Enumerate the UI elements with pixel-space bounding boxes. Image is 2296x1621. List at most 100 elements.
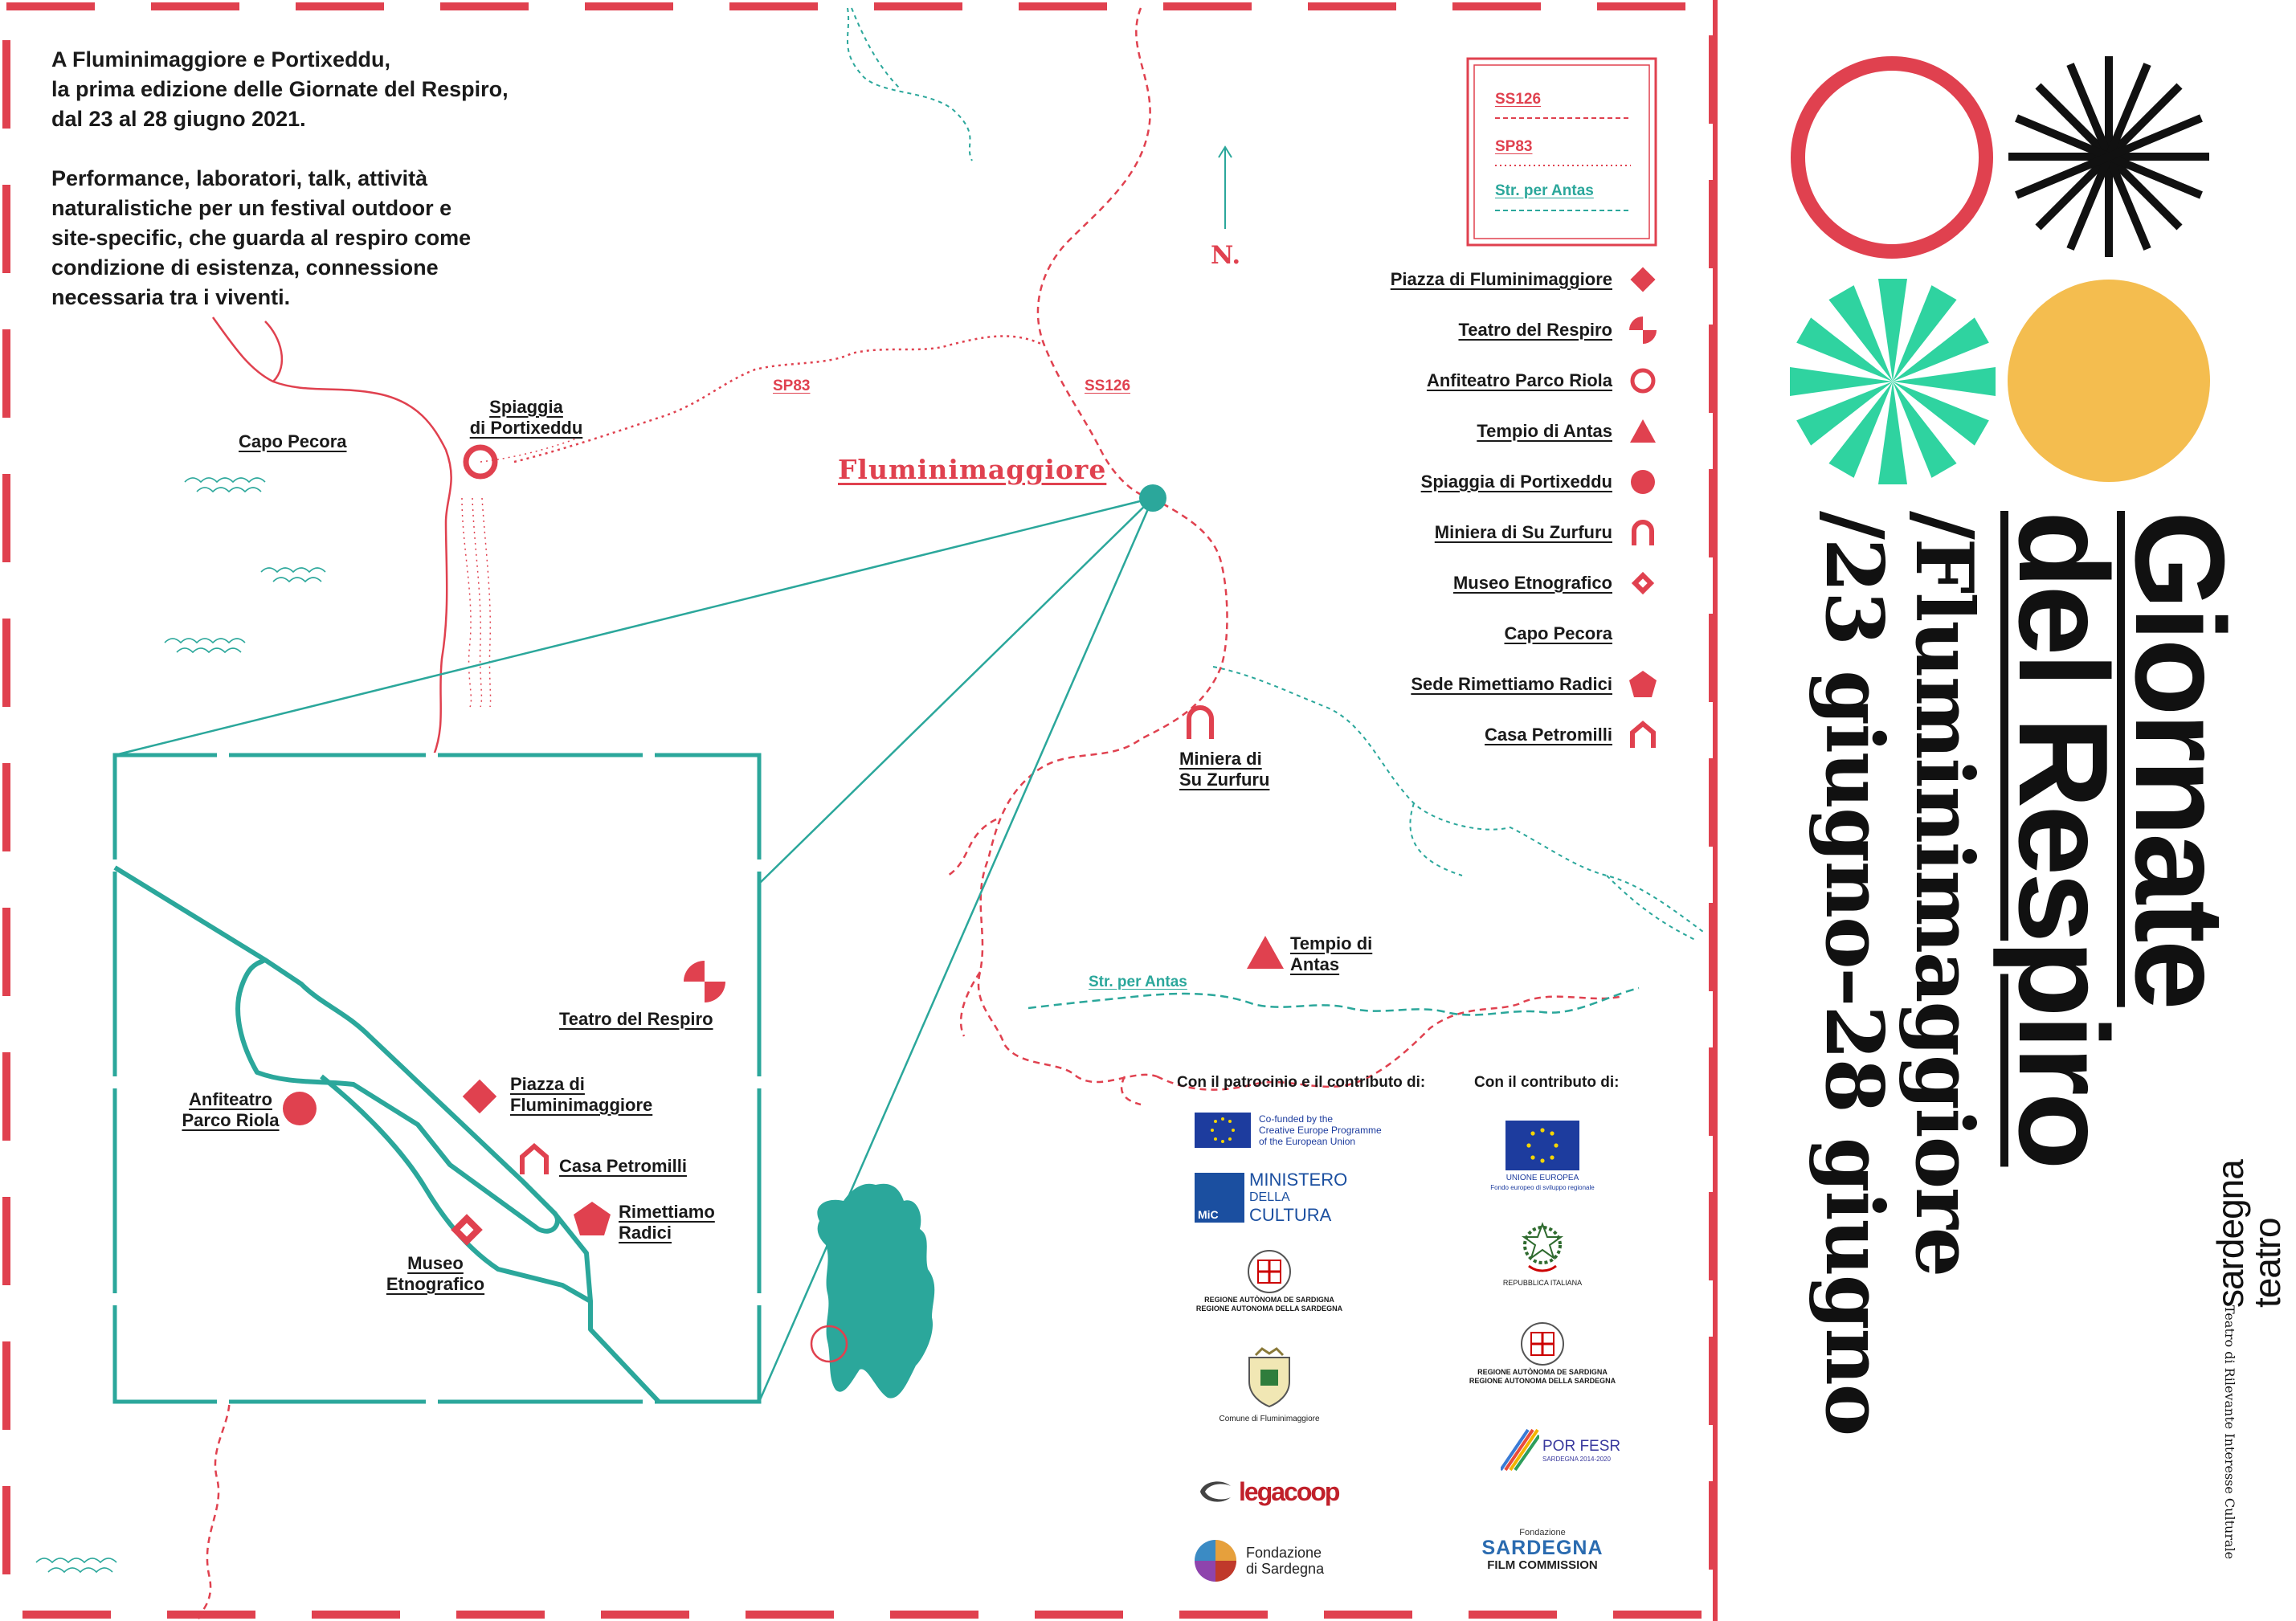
- sardinia-island: [810, 1183, 935, 1398]
- intro-line: site-specific, che guarda al respiro com…: [51, 226, 472, 250]
- north-label: N.: [1211, 241, 1241, 270]
- intro-line: naturalistiche per un festival outdoor e: [51, 196, 452, 220]
- por-fesr-text: POR FESR SARDEGNA 2014-2020: [1542, 1438, 1620, 1463]
- label-ss126: SS126: [1085, 378, 1131, 394]
- creative-europe-text: Co-funded by the Creative Europe Program…: [1259, 1113, 1382, 1147]
- film-line: SARDEGNA: [1481, 1537, 1604, 1559]
- ue-line: UNIONE EUROPEA: [1505, 1174, 1579, 1182]
- inset-label-piazza-line: Piazza di: [510, 1074, 585, 1094]
- creative-europe-logo: Co-funded by the Creative Europe Program…: [1195, 1113, 1382, 1148]
- inset-label-museo: Museo Etnografico: [379, 1253, 492, 1295]
- label-fluminimaggiore: Fluminimaggiore: [838, 454, 1107, 485]
- label-tempio-line: Antas: [1290, 954, 1340, 974]
- teatro-rilevante-text: Teatro di Rilevante Interesse Culturale: [2222, 1305, 2237, 1560]
- north-arrow: [1218, 145, 1232, 229]
- title-giornate: Giornate: [2109, 511, 2250, 1007]
- regione-line: REGIONE AUTÒNOMA DE SARDIGNA: [1477, 1368, 1608, 1376]
- regione-logo-2: REGIONE AUTÒNOMA DE SARDIGNA REGIONE AUT…: [1462, 1320, 1623, 1386]
- legacoop-text: legacoop: [1239, 1476, 1340, 1506]
- red-ring-icon: [1791, 56, 1993, 259]
- inset-anfiteatro-icon[interactable]: [283, 1092, 317, 1125]
- label-antas-road: Str. per Antas: [1089, 974, 1187, 990]
- intro-line: condizione di esistenza, connessione: [51, 255, 439, 280]
- label-miniera-line: Su Zurfuru: [1179, 770, 1270, 790]
- inset-streets: [113, 865, 661, 1404]
- legend-item: Capo Pecora: [1505, 618, 1660, 650]
- inset-frame-ticks: [112, 753, 762, 1404]
- label-miniera-line: Miniera di: [1179, 749, 1262, 769]
- title-panel: Giornate del Respiro /Fluminimaggiore /2…: [1718, 0, 2296, 1621]
- inset-piazza-icon[interactable]: [462, 1079, 497, 1114]
- title-place: /Fluminimaggiore: [1898, 511, 1990, 1276]
- inset-label-museo-line: Museo: [407, 1253, 464, 1273]
- legend-item: Tempio di Antas: [1477, 415, 1659, 447]
- regione-line: REGIONE AUTONOMA DELLA SARDEGNA: [1469, 1377, 1616, 1385]
- legend-road-sp83: SP83: [1495, 138, 1533, 155]
- fondazione-line: Fondazione: [1246, 1545, 1322, 1561]
- dot-icon: [1631, 470, 1655, 494]
- legend-item-label: Miniera di Su Zurfuru: [1434, 522, 1612, 542]
- ministero-line: MINISTERO: [1249, 1170, 1348, 1190]
- inset-museo-icon[interactable]: [451, 1214, 483, 1246]
- intro-text: A Fluminimaggiore e Portixeddu, la prima…: [51, 45, 566, 312]
- coast-road: [211, 316, 452, 756]
- ue-line: Fondo europeo di sviluppo regionale: [1490, 1184, 1595, 1191]
- mic-icon: MiC: [1195, 1173, 1244, 1223]
- inset-label-teatro: Teatro del Respiro: [559, 1009, 713, 1029]
- label-portixeddu: Spiaggia di Portixeddu: [446, 397, 607, 439]
- legend-item: Miniera di Su Zurfuru: [1435, 517, 1659, 549]
- sea-waves: [35, 477, 326, 1574]
- marker-miniera-icon[interactable]: [1187, 705, 1214, 739]
- label-sp83: SP83: [773, 378, 811, 394]
- title-respiro: del Respiro: [1992, 511, 2134, 1166]
- legend-item: Teatro del Respiro: [1458, 314, 1659, 346]
- inset-teatro-icon[interactable]: [684, 961, 725, 1002]
- ministero-text: MINISTERO DELLA CULTURA: [1249, 1171, 1347, 1224]
- label-tempio: Tempio di Antas: [1290, 933, 1372, 975]
- inset-rimettiamo-icon[interactable]: [574, 1202, 611, 1235]
- inset-label-piazza: Piazza di Fluminimaggiore: [510, 1074, 652, 1116]
- legend-item-label: Museo Etnografico: [1452, 573, 1612, 593]
- repubblica-italiana-logo: REPUBBLICA ITALIANA: [1462, 1219, 1623, 1288]
- green-pinwheel-icon: [1790, 279, 1996, 484]
- legend-item: Anfiteatro Parco Riola: [1427, 365, 1659, 397]
- inset-label-anfiteatro-line: Anfiteatro: [189, 1089, 272, 1109]
- diamond-icon: [1630, 267, 1656, 292]
- title-dates: /23 giugno–28 giugno: [1808, 511, 1900, 1435]
- legend-road-antas: Str. per Antas: [1495, 182, 1594, 199]
- regione-line: REGIONE AUTONOMA DELLA SARDEGNA: [1195, 1305, 1343, 1313]
- marker-portixeddu-icon[interactable]: [463, 444, 498, 480]
- intro-line: dal 23 al 28 giugno 2021.: [51, 107, 306, 131]
- marker-capo-pecora-icon[interactable]: [237, 386, 255, 421]
- triangle-icon: [1630, 419, 1656, 443]
- film-commission-logo: Fondazione SARDEGNA FILM COMMISSION: [1478, 1528, 1607, 1572]
- inset-label-anfiteatro: Anfiteatro Parco Riola: [170, 1089, 291, 1131]
- title-graphics: [1790, 56, 2210, 484]
- por-fesr-logo: POR FESR SARDEGNA 2014-2020: [1501, 1426, 1620, 1474]
- por-fesr-stripes-icon: [1501, 1428, 1539, 1472]
- inset-label-anfiteatro-line: Parco Riola: [182, 1110, 280, 1130]
- pentagon-icon: [1629, 671, 1657, 697]
- legend-item-label: Spiaggia di Portixeddu: [1420, 472, 1612, 492]
- por-fesr-line: SARDEGNA 2014-2020: [1542, 1455, 1611, 1463]
- fondazione-pinwheel-icon: [1195, 1540, 1236, 1582]
- black-starburst-icon: [2008, 56, 2209, 257]
- road-legend-box: [1466, 57, 1657, 247]
- crescent-icon: [1635, 621, 1648, 647]
- legend-item: Museo Etnografico: [1453, 567, 1659, 599]
- legacoop-swirl-icon: [1200, 1481, 1231, 1502]
- inset-casa-icon[interactable]: [520, 1143, 549, 1174]
- intro-line: A Fluminimaggiore e Portixeddu,: [51, 47, 391, 71]
- inset-label-museo-line: Etnografico: [386, 1274, 485, 1294]
- teatro-word: teatro: [2246, 1218, 2288, 1308]
- inset-label-rimettiamo-line: Radici: [619, 1223, 672, 1243]
- fluminimaggiore-dot[interactable]: [1139, 484, 1166, 512]
- dunes: [461, 437, 579, 708]
- intro-line: Performance, laboratori, talk, attività: [51, 166, 428, 190]
- regione-logo: REGIONE AUTÒNOMA DE SARDIGNA REGIONE AUT…: [1189, 1247, 1350, 1313]
- eu-flag-icon: [1195, 1113, 1251, 1148]
- inset-label-rimettiamo: Rimettiamo Radici: [619, 1202, 715, 1243]
- marker-tempio-icon[interactable]: [1247, 936, 1284, 969]
- road-ss126: [947, 7, 1624, 1106]
- legend-item: Piazza di Fluminimaggiore: [1391, 263, 1659, 296]
